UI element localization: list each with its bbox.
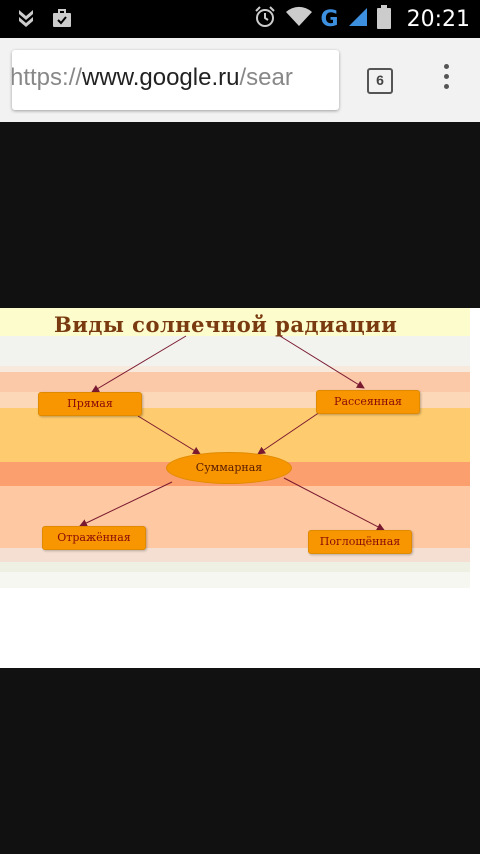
url-text: https://www.google.ru/sear (12, 64, 293, 92)
arrow-title-scattered (279, 335, 365, 389)
download-icon (18, 8, 34, 32)
node-absorbed: Поглощённая (308, 530, 412, 554)
address-bar[interactable]: https://www.google.ru/sear (12, 50, 339, 110)
node-direct: Прямая (38, 392, 142, 416)
arrow-total-reflected (79, 481, 173, 527)
status-time: 20:21 (406, 6, 470, 32)
network-type: G (320, 6, 339, 32)
diagram-title: Виды солнечной радиации (54, 312, 398, 337)
browser-toolbar: https://www.google.ru/sear 6 (0, 38, 480, 122)
tab-switcher-button[interactable]: 6 (367, 68, 393, 94)
status-bar: G 20:21 (0, 0, 480, 38)
node-total: Суммарная (166, 452, 292, 484)
diagram-arrows (79, 335, 385, 531)
arrow-scattered-total (257, 411, 321, 455)
briefcase-icon (52, 8, 72, 32)
search-result-image[interactable]: Виды солнечной радиации Прямая Рассеянна… (0, 308, 480, 668)
signal-icon (347, 6, 369, 32)
node-scattered: Рассеянная (316, 390, 420, 414)
arrow-direct-total (137, 415, 201, 455)
arrow-title-direct (91, 335, 187, 393)
url-host: www.google.ru (82, 64, 240, 91)
diagram-slide: Виды солнечной радиации Прямая Рассеянна… (0, 308, 470, 588)
node-reflected: Отражённая (42, 526, 146, 550)
battery-icon (376, 5, 391, 33)
alarm-icon (253, 5, 277, 33)
url-scheme: https:// (12, 64, 83, 91)
url-path: /sear (239, 64, 293, 91)
arrow-total-absorbed (283, 477, 385, 531)
overflow-menu-icon[interactable] (436, 64, 456, 96)
wifi-icon (285, 6, 313, 32)
